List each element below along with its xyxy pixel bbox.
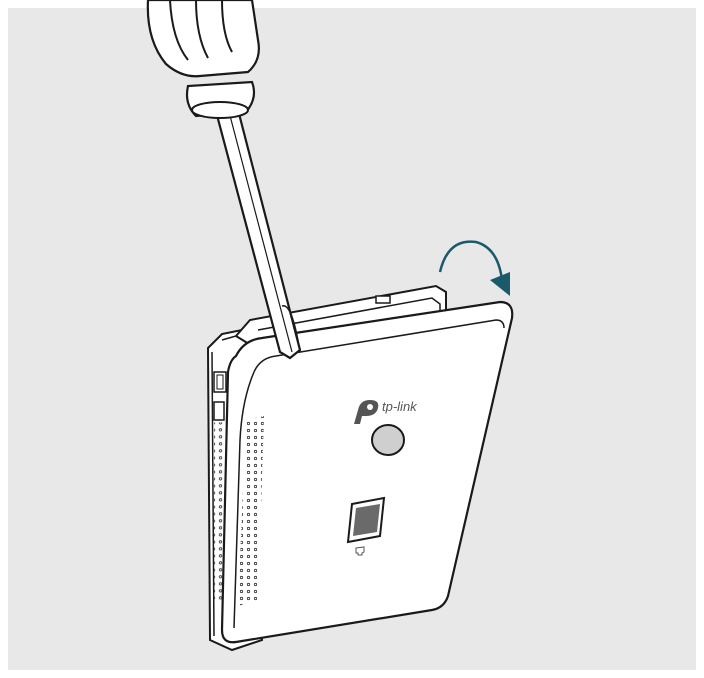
screwdriver-icon [148,0,300,358]
rotate-arrow-icon [440,242,510,296]
brand-logo-text: tp-link [382,399,418,414]
device-front-face [222,302,512,642]
led-indicator-icon [372,425,404,455]
